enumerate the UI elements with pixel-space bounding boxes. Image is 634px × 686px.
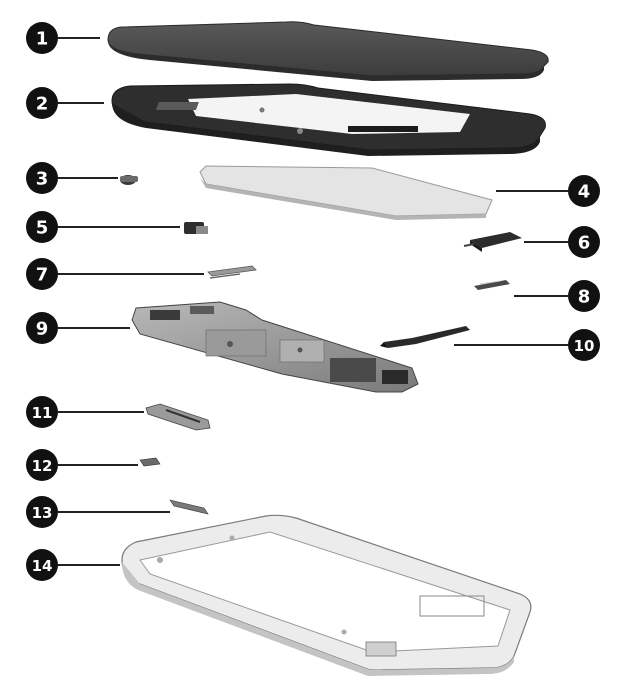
callout-8-label: 8 [578, 287, 591, 308]
part-inner-frame [112, 84, 545, 156]
callout-9: 9 [26, 312, 58, 344]
callout-5: 5 [26, 211, 58, 243]
callout-7-label: 7 [36, 265, 49, 286]
callout-2: 2 [26, 87, 58, 119]
callout-4-label: 4 [578, 182, 591, 203]
callout-13-label: 13 [32, 504, 53, 522]
callout-12-label: 12 [32, 457, 53, 475]
part-system-board [132, 302, 418, 392]
part-11-speaker [146, 404, 210, 430]
callout-7: 7 [26, 258, 58, 290]
callout-13: 13 [26, 496, 58, 528]
part-7-bracket [208, 266, 256, 278]
callout-1-label: 1 [36, 29, 49, 50]
part-6-connector [464, 232, 522, 252]
callout-9-label: 9 [36, 319, 49, 340]
part-base-enclosure [122, 515, 531, 676]
callout-10: 10 [568, 329, 600, 361]
part-13-strip [170, 500, 208, 514]
callout-6: 6 [568, 226, 600, 258]
callout-1: 1 [26, 22, 58, 54]
callout-12: 12 [26, 449, 58, 481]
callout-10-label: 10 [574, 337, 595, 355]
callout-11: 11 [26, 396, 58, 428]
callout-14: 14 [26, 549, 58, 581]
part-12-small-component [140, 458, 160, 466]
callout-3-label: 3 [36, 169, 49, 190]
callout-3: 3 [26, 162, 58, 194]
part-back-cover [108, 22, 548, 81]
callout-4: 4 [568, 175, 600, 207]
part-3-small-component [120, 175, 138, 185]
part-5-small-component [184, 222, 208, 234]
part-8-flex [474, 280, 510, 290]
callout-2-label: 2 [36, 94, 49, 115]
callout-8: 8 [568, 280, 600, 312]
callout-6-label: 6 [578, 233, 591, 254]
callout-11-label: 11 [32, 404, 53, 422]
callout-5-label: 5 [36, 218, 49, 239]
callout-14-label: 14 [32, 557, 53, 575]
part-display-panel [200, 166, 492, 220]
